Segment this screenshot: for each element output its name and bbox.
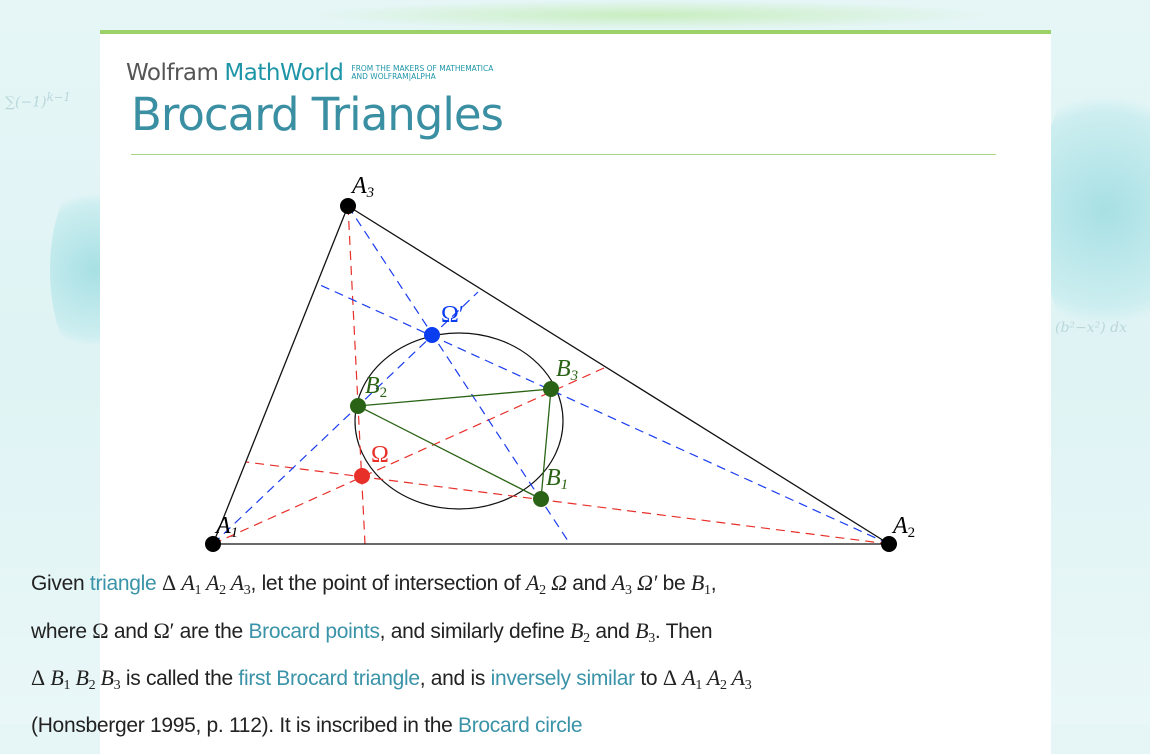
content-card: Wolfram MathWorld FROM THE MAKERS OF MAT… bbox=[100, 30, 1051, 754]
header-glow bbox=[300, 0, 1000, 30]
description-paragraph: Given triangle Δ A1 A2 A3, let the point… bbox=[31, 570, 752, 737]
label-a1: A1 bbox=[214, 513, 238, 541]
label-omega-prime: Ω′ bbox=[441, 302, 464, 328]
point-a3 bbox=[340, 198, 356, 214]
label-a2: A2 bbox=[891, 513, 915, 541]
point-a1 bbox=[205, 536, 221, 552]
side-b3b1 bbox=[540, 388, 552, 500]
blue-line-a3 bbox=[347, 205, 571, 545]
link-brocard-points[interactable]: Brocard points bbox=[248, 619, 380, 643]
point-b3 bbox=[543, 381, 559, 397]
link-triangle[interactable]: triangle bbox=[89, 572, 157, 595]
point-b2 bbox=[350, 398, 366, 414]
side-a1a3 bbox=[212, 205, 349, 545]
blue-line-a2 bbox=[317, 283, 890, 545]
background-formula: ∑(−1)k−1 bbox=[5, 90, 71, 111]
side-b2b3 bbox=[357, 388, 552, 407]
label-b1: B1 bbox=[546, 465, 568, 493]
label-a3: A3 bbox=[350, 173, 374, 201]
point-a2 bbox=[881, 536, 897, 552]
background-formula: (b²−x²) dx bbox=[1055, 320, 1128, 336]
red-line-a3 bbox=[347, 205, 366, 545]
mathworld-logo[interactable]: Wolfram MathWorld FROM THE MAKERS OF MAT… bbox=[126, 60, 493, 86]
link-first-brocard-triangle[interactable]: first Brocard triangle bbox=[238, 667, 420, 690]
background-decoration bbox=[1040, 60, 1150, 360]
title-divider bbox=[131, 154, 996, 155]
page-title: Brocard Triangles bbox=[131, 88, 504, 141]
brocard-figure: A1 A2 A3 B1 B2 B3 Ω Ω′ bbox=[205, 173, 915, 552]
label-b3: B3 bbox=[556, 356, 578, 384]
side-b1b2 bbox=[357, 405, 542, 500]
side-a3a2 bbox=[347, 205, 890, 545]
label-b2: B2 bbox=[365, 373, 387, 401]
label-omega: Ω bbox=[371, 442, 389, 468]
point-omega bbox=[354, 468, 370, 484]
logo-mathworld: MathWorld bbox=[224, 60, 344, 86]
point-b1 bbox=[533, 491, 549, 507]
logo-wolfram: Wolfram bbox=[126, 60, 219, 86]
brocard-circle bbox=[354, 332, 564, 510]
red-line-a1 bbox=[212, 367, 605, 545]
blue-line-a1 bbox=[212, 291, 479, 545]
point-omega-prime bbox=[424, 327, 440, 343]
link-brocard-circle[interactable]: Brocard circle bbox=[458, 713, 583, 737]
red-line-a2 bbox=[245, 461, 890, 545]
link-inversely-similar[interactable]: inversely similar bbox=[490, 667, 636, 690]
